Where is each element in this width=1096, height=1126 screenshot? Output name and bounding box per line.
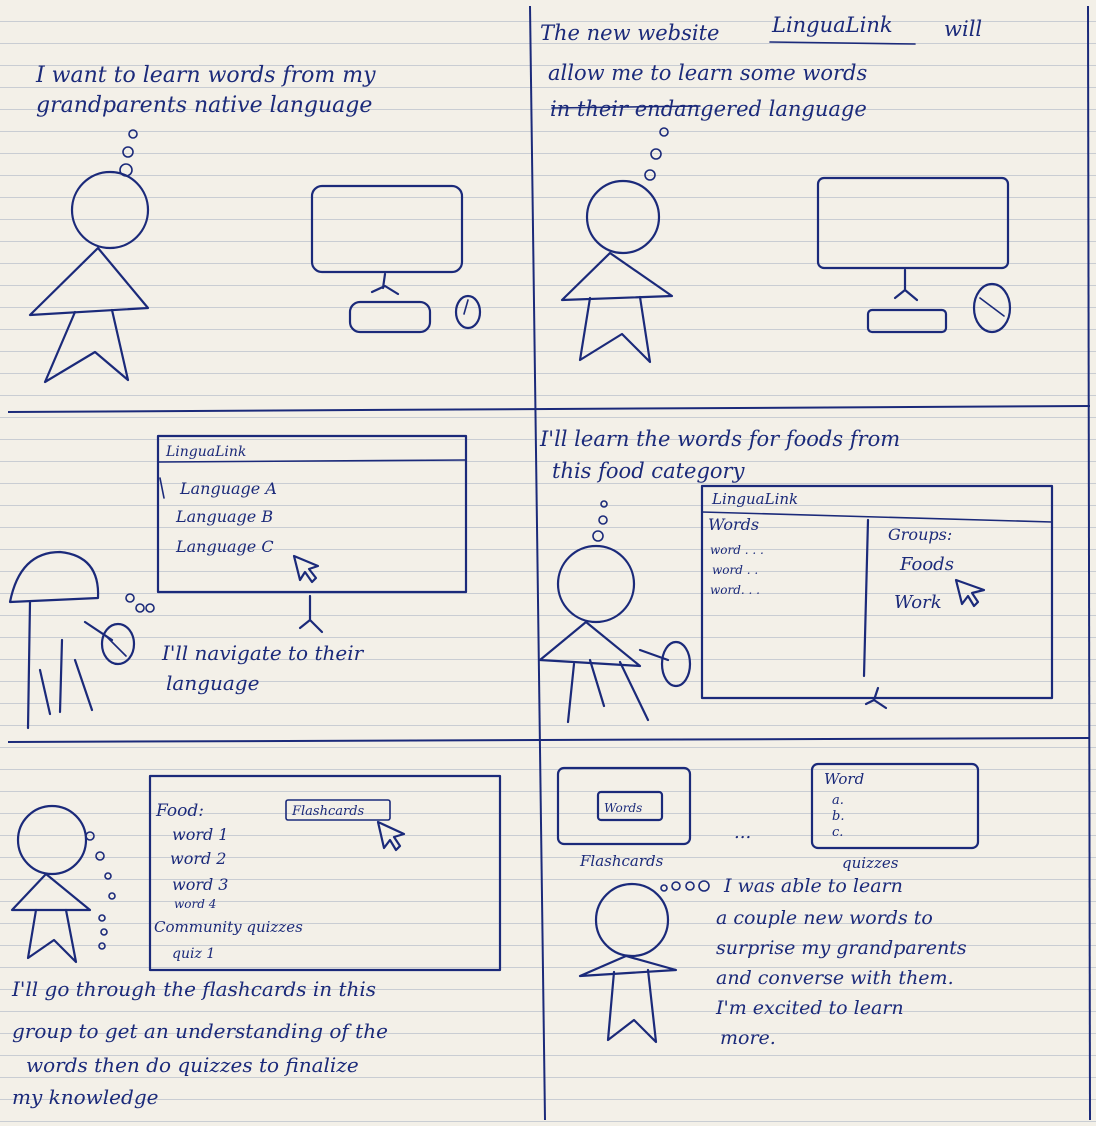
panel-6: Words Flashcards ... Word a. b. c. quizz… bbox=[556, 762, 980, 1049]
panel-2: The new website LinguaLink will allow me… bbox=[540, 13, 1012, 364]
panel6-caption-line4: and converse with them. bbox=[716, 967, 954, 989]
panel5-caption-line4: my knowledge bbox=[12, 1085, 158, 1109]
quiz-word: Word bbox=[824, 770, 864, 788]
panel2-caption-a: The new website bbox=[540, 21, 719, 45]
ellipsis: ... bbox=[734, 822, 751, 843]
panel6-caption-line1: I was able to learn bbox=[723, 875, 903, 897]
window-title: LinguaLink bbox=[165, 444, 246, 460]
group-item-work[interactable]: Work bbox=[894, 592, 942, 613]
vertical-divider bbox=[529, 5, 546, 1121]
panel-3: LinguaLink Language A Language B Languag… bbox=[8, 434, 468, 730]
person-figure bbox=[578, 882, 678, 1044]
panel3-caption-line1: I'll navigate to their bbox=[161, 641, 365, 665]
panel4-caption-line2: this food category bbox=[552, 459, 746, 483]
lingualink-window: LinguaLink Words word . . . word . . wor… bbox=[700, 484, 1054, 710]
quiz-section-title: Community quizzes bbox=[154, 918, 303, 936]
quiz-option: a. bbox=[832, 793, 844, 808]
panel5-caption-line2: group to get an understanding of the bbox=[12, 1019, 388, 1043]
language-list: Language A Language B Language C bbox=[175, 479, 277, 556]
panel2-caption-b: will bbox=[944, 17, 982, 41]
thought-bubbles bbox=[119, 129, 138, 177]
row-divider-1 bbox=[7, 405, 1091, 413]
panel1-caption-line2: grandparents native language bbox=[36, 93, 372, 118]
thought-bubbles bbox=[125, 593, 155, 613]
cursor-icon bbox=[292, 554, 320, 584]
flashcards-button[interactable] bbox=[285, 799, 391, 821]
word-item: word 4 bbox=[174, 897, 216, 911]
group-item-foods[interactable]: Foods bbox=[899, 554, 954, 575]
flashcards-label: Flashcards bbox=[579, 852, 664, 870]
word-item: word 3 bbox=[172, 875, 228, 894]
computer-drawing bbox=[816, 176, 1012, 334]
monitor-stand bbox=[298, 594, 324, 634]
flashcard-word: Words bbox=[604, 801, 642, 815]
panel3-caption-line2: language bbox=[166, 671, 259, 695]
word-item: word. . . bbox=[710, 583, 760, 597]
quiz-option: b. bbox=[832, 809, 844, 824]
flashcard-drawing: Words Flashcards bbox=[556, 766, 692, 870]
column-divider bbox=[862, 518, 870, 678]
groups-header: Groups: bbox=[888, 525, 952, 544]
panel2-brand: LinguaLink bbox=[771, 13, 893, 37]
quiz-item[interactable]: quiz 1 bbox=[172, 946, 215, 962]
monitor-stand bbox=[864, 686, 888, 710]
thought-bubbles bbox=[592, 500, 608, 542]
strikethrough bbox=[551, 105, 701, 109]
computer-drawing bbox=[310, 184, 482, 334]
food-window: Food: Flashcards word 1 word 2 word 3 wo… bbox=[148, 774, 502, 972]
word-item: word 1 bbox=[172, 825, 228, 844]
panel6-caption-line3: surprise my grandparents bbox=[716, 937, 967, 959]
panel6-caption-line6: more. bbox=[720, 1027, 776, 1049]
panel5-caption-line3: words then do quizzes to finalize bbox=[26, 1053, 359, 1077]
panel4-caption-line1: I'll learn the words for foods from bbox=[539, 427, 900, 451]
lingualink-window: LinguaLink Language A Language B Languag… bbox=[156, 434, 468, 634]
words-header: Words bbox=[708, 515, 759, 534]
panel-4: I'll learn the words for foods from this… bbox=[538, 427, 1054, 724]
person-figure bbox=[538, 544, 692, 724]
language-item[interactable]: Language B bbox=[175, 507, 273, 526]
thought-bubbles bbox=[85, 831, 116, 950]
panel-1: I want to learn words from my grandparen… bbox=[28, 63, 482, 384]
person-figure bbox=[28, 170, 150, 384]
panel-5: Food: Flashcards word 1 word 2 word 3 wo… bbox=[10, 774, 502, 1109]
panel5-caption-line1: I'll go through the flashcards in this bbox=[11, 977, 376, 1001]
window-title: LinguaLink bbox=[711, 490, 798, 508]
section-title-food: Food: bbox=[155, 801, 204, 821]
word-item: word . . . bbox=[710, 543, 764, 557]
panel6-caption-line5: I'm excited to learn bbox=[715, 997, 904, 1019]
right-margin-line bbox=[1087, 5, 1091, 1121]
panel2-caption-line2: allow me to learn some words bbox=[548, 61, 867, 85]
row-divider-2 bbox=[7, 737, 1091, 743]
flashcards-button-label: Flashcards bbox=[291, 804, 365, 819]
thought-bubbles bbox=[644, 127, 669, 181]
panel1-caption-line1: I want to learn words from my bbox=[35, 63, 376, 88]
language-item[interactable]: Language C bbox=[175, 537, 274, 556]
quiz-option: c. bbox=[832, 825, 843, 840]
person-figure bbox=[8, 550, 136, 730]
word-item: word . . bbox=[712, 563, 758, 577]
panel2-caption-line3: in their endangered language bbox=[550, 97, 867, 121]
thought-bubbles bbox=[660, 880, 710, 892]
cursor-icon bbox=[954, 578, 986, 608]
language-item[interactable]: Language A bbox=[179, 479, 277, 498]
brand-underline bbox=[769, 41, 916, 45]
cursor-icon bbox=[376, 820, 406, 852]
panel6-caption-line2: a couple new words to bbox=[716, 907, 933, 929]
quizzes-label: quizzes bbox=[842, 854, 899, 872]
word-item: word 2 bbox=[170, 849, 226, 868]
person-figure bbox=[560, 179, 674, 364]
quiz-drawing: Word a. b. c. quizzes bbox=[810, 762, 980, 872]
person-figure bbox=[10, 804, 92, 964]
